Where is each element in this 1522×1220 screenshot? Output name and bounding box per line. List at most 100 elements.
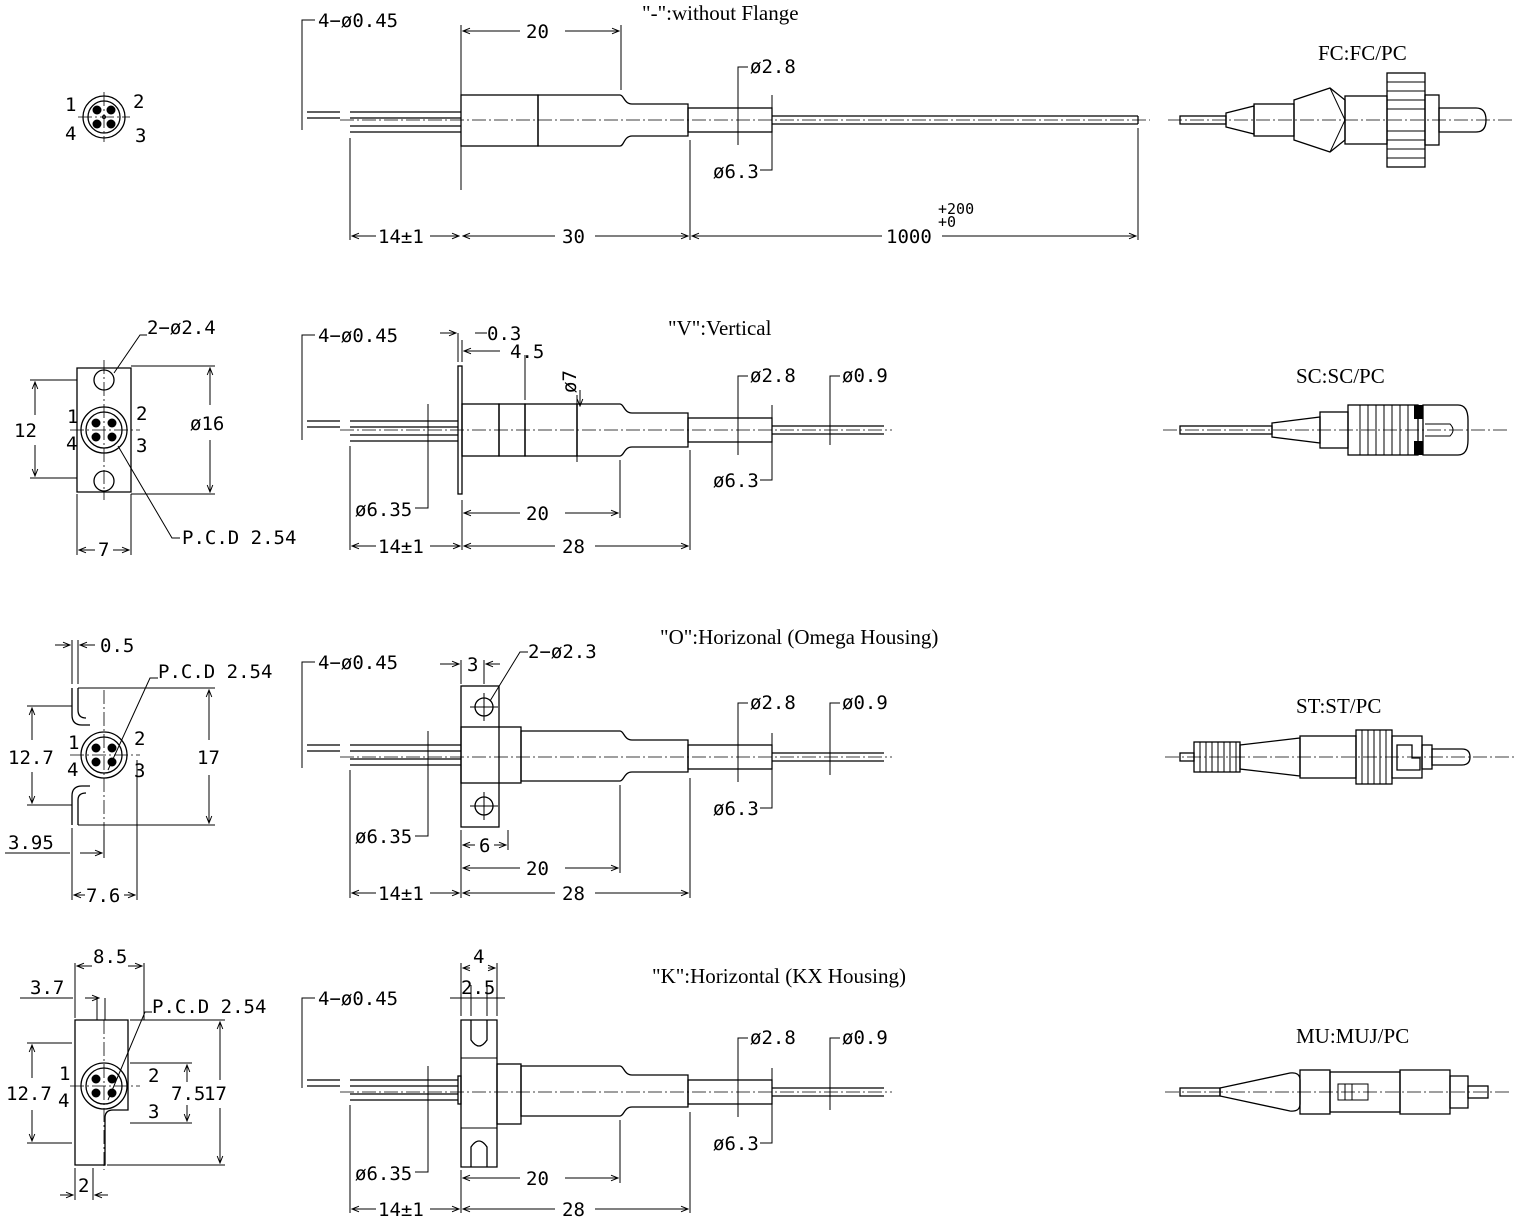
ribs [1359, 405, 1409, 455]
dim-d63: ø6.3 [713, 470, 759, 492]
dim-pcd: P.C.D 2.54 [182, 527, 296, 549]
dim-slot-w: 4 [473, 946, 484, 968]
dim-d635: ø6.35 [355, 826, 412, 848]
pin-label-1: 1 [67, 406, 78, 428]
dim-d28: ø2.8 [750, 1027, 796, 1049]
dim-top: 8.5 [93, 946, 127, 968]
connector-label: ST:ST/PC [1296, 694, 1381, 718]
view-without-flange: 1 2 3 4 "-":without Flange 4−ø0.45 20 ø2… [65, 1, 1150, 248]
dim-d09: ø0.9 [842, 1027, 888, 1049]
dim-sleeve: 20 [526, 21, 549, 43]
dim-pins: 4−ø0.45 [318, 10, 398, 32]
view-kx: 1 2 3 4 8.5 3.7 P.C.D 2.54 12.7 7.5 17 2… [6, 946, 906, 1220]
dim-height: 12.7 [8, 747, 54, 769]
dim-lead: 14±1 [378, 1199, 424, 1220]
dim-pcd: P.C.D 2.54 [158, 661, 272, 683]
dim-body: 30 [562, 226, 585, 248]
connector-fc: FC:FC/PC [1168, 41, 1515, 168]
dim-height: 12.7 [6, 1083, 52, 1105]
dim-pins: 4−ø0.45 [318, 652, 398, 674]
dim-inner: 7.5 [171, 1083, 205, 1105]
dim-two: 2 [78, 1175, 89, 1197]
dim-d635: ø6.35 [355, 1163, 412, 1185]
dim-lead: 14±1 [378, 226, 424, 248]
pin-label-2: 2 [136, 403, 147, 425]
dim-d7: ø7 [559, 370, 581, 393]
dim-thick: 0.5 [100, 635, 134, 657]
dim-width: 7.6 [86, 885, 120, 907]
flange-end-view: 1 2 3 4 [66, 360, 147, 500]
dim-fiber-tol-upper: +200 [938, 200, 974, 218]
dim-flange-t: 0.3 [487, 323, 521, 345]
pin-label-3: 3 [134, 760, 145, 782]
dim-body: 28 [562, 1199, 585, 1220]
dim-d63: ø6.3 [713, 1133, 759, 1155]
pin-label-4: 4 [65, 123, 76, 145]
dim-sleeve: 20 [526, 503, 549, 525]
connector-label: FC:FC/PC [1318, 41, 1407, 65]
connector-label: SC:SC/PC [1296, 364, 1385, 388]
view-title: "-":without Flange [642, 1, 799, 25]
dim-total: 17 [197, 747, 220, 769]
connector-sc: SC:SC/PC [1163, 364, 1510, 456]
pin-label-1: 1 [68, 732, 79, 754]
pin-label-4: 4 [66, 433, 77, 455]
dim-d635: ø6.35 [355, 499, 412, 521]
view-title: "O":Horizonal (Omega Housing) [660, 625, 938, 649]
pin-end-view: 1 2 3 4 [65, 91, 146, 147]
dim-six: 6 [479, 835, 490, 857]
pin-label-1: 1 [65, 94, 76, 116]
pin-label-4: 4 [67, 759, 78, 781]
view-omega: 1 2 3 4 0.5 P.C.D 2.54 12.7 17 3.95 7.6 … [5, 625, 938, 907]
boot-ribs [1199, 742, 1237, 772]
dim-d63: ø6.3 [713, 798, 759, 820]
kx-end-view: 1 2 3 4 [58, 998, 159, 1170]
dim-slot-in: 2.5 [461, 977, 495, 999]
pin-label-2: 2 [134, 728, 145, 750]
pin-label-2: 2 [148, 1065, 159, 1087]
dim-sleeve: 20 [526, 1168, 549, 1190]
dim-d63: ø6.3 [713, 161, 759, 183]
pin-label-3: 3 [135, 125, 146, 147]
pin-label-3: 3 [148, 1101, 159, 1123]
dim-total: 17 [204, 1083, 227, 1105]
dim-pins: 4−ø0.45 [318, 325, 398, 347]
dim-pins: 4−ø0.45 [318, 988, 398, 1010]
dim-lead: 14±1 [378, 883, 424, 905]
view-title: "V":Vertical [668, 316, 772, 340]
dim-d28: ø2.8 [750, 56, 796, 78]
dim-holes: 2−ø2.3 [528, 641, 597, 663]
dim-holes: 2−ø2.4 [147, 317, 216, 339]
omega-end-view: 1 2 3 4 [67, 688, 145, 830]
view-vertical: 1 2 3 4 2−ø2.4 12 ø16 7 P.C.D 2.54 "V":V… [14, 316, 892, 561]
knurl-lines [1387, 81, 1425, 159]
connector-st: ST:ST/PC [1165, 694, 1515, 785]
dim-body: 28 [562, 536, 585, 558]
knurl [1361, 730, 1387, 784]
dim-lead: 14±1 [378, 536, 424, 558]
pin-label-2: 2 [133, 91, 144, 113]
dim-d09: ø0.9 [842, 365, 888, 387]
pin-label-3: 3 [136, 435, 147, 457]
dim-height: 12 [14, 420, 37, 442]
dim-d28: ø2.8 [750, 692, 796, 714]
dim-width: 7 [98, 539, 109, 561]
dim-fiber-tol-lower: +0 [938, 213, 956, 231]
dim-sleeve: 20 [526, 858, 549, 880]
dim-tab: 3 [467, 654, 478, 676]
pin-label-4: 4 [58, 1090, 69, 1112]
connector-mu: MU:MUJ/PC [1165, 1024, 1510, 1115]
dim-pcd: P.C.D 2.54 [152, 996, 266, 1018]
dim-body: 28 [562, 883, 585, 905]
dim-flange-d: ø16 [190, 413, 224, 435]
dim-d09: ø0.9 [842, 692, 888, 714]
connector-label: MU:MUJ/PC [1296, 1024, 1409, 1048]
dim-fiber: 1000 [886, 226, 932, 248]
view-title: "K":Horizontal (KX Housing) [652, 964, 906, 988]
dim-d28: ø2.8 [750, 365, 796, 387]
dim-offset: 3.95 [8, 832, 54, 854]
dim-flange-off: 4.5 [510, 341, 544, 363]
pin-label-1: 1 [59, 1063, 70, 1085]
dim-offset: 3.7 [30, 977, 64, 999]
